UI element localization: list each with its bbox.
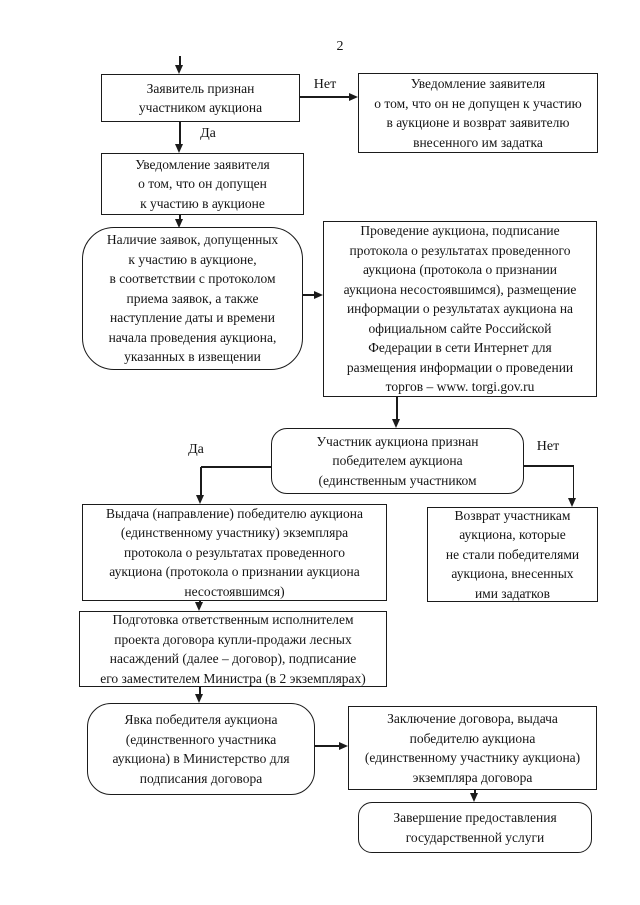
connector-no-2-vline xyxy=(572,466,574,499)
node-winner-recognized: Участник аукциона признан победителем ау… xyxy=(271,428,524,494)
arrowhead-k-l-down xyxy=(470,793,478,802)
node-service-completion-text: Завершение предоставления государственно… xyxy=(393,810,557,845)
arrowhead-c-d-down xyxy=(175,219,183,228)
connector-start-line xyxy=(179,56,181,66)
node-winner-appearance: Явка победителя аукциона (единственного … xyxy=(87,703,315,795)
node-notice-admitted: Уведомление заявителя о том, что он допу… xyxy=(101,153,304,215)
connector-k-l-line xyxy=(474,790,476,795)
arrowhead-d-e-right xyxy=(314,290,323,299)
node-bids-present: Наличие заявок, допущенных к участию в а… xyxy=(82,227,303,370)
node-applicant-recognized-text: Заявитель признан участником аукциона xyxy=(138,80,263,116)
node-winner-recognized-text: Участник аукциона признан победителем ау… xyxy=(316,433,479,488)
node-deposit-return-text: Возврат участникам аукциона, которые не … xyxy=(445,507,580,601)
connector-no-1-line xyxy=(300,96,349,98)
node-auction-conduct: Проведение аукциона, подписание протокол… xyxy=(323,221,597,397)
arrowhead-no-1-right xyxy=(349,92,358,101)
connector-e-f-line xyxy=(396,396,398,420)
edge-label-no-1: Нет xyxy=(313,77,337,92)
arrowhead-e-f-down xyxy=(392,419,400,428)
node-bids-present-text: Наличие заявок, допущенных к участию в а… xyxy=(106,232,279,365)
node-service-completion: Завершение предоставления государственно… xyxy=(358,802,592,853)
connector-c-d-line xyxy=(179,215,181,220)
node-applicant-recognized: Заявитель признан участником аукциона xyxy=(101,74,300,122)
node-notice-not-admitted-text: Уведомление заявителя о том, что он не д… xyxy=(374,76,582,150)
node-notice-admitted-text: Уведомление заявителя о том, что он допу… xyxy=(135,156,270,211)
connector-yes-2-hline xyxy=(201,466,271,468)
page-number: 2 xyxy=(336,39,344,54)
connector-yes-1-line xyxy=(179,122,181,145)
edge-label-yes-1: Да xyxy=(200,126,216,141)
arrowhead-no-2-down xyxy=(568,498,576,507)
arrowhead-j-k-right xyxy=(339,741,348,750)
node-contract-preparation: Подготовка ответственным исполнителем пр… xyxy=(79,611,387,687)
arrowhead-yes-1-down xyxy=(175,144,183,153)
connector-no-2-hline xyxy=(524,465,574,467)
connector-j-k-line xyxy=(315,745,340,747)
node-winner-appearance-text: Явка победителя аукциона (единственного … xyxy=(112,712,290,786)
arrowhead-g-i-down xyxy=(195,602,203,611)
connector-i-j-line xyxy=(199,687,201,695)
node-contract-conclusion: Заключение договора, выдача победителю а… xyxy=(348,706,597,790)
node-notice-not-admitted: Уведомление заявителя о том, что он не д… xyxy=(358,73,598,153)
node-contract-conclusion-text: Заключение договора, выдача победителю а… xyxy=(364,711,581,785)
arrowhead-start-down xyxy=(175,65,183,74)
node-deposit-return: Возврат участникам аукциона, которые не … xyxy=(427,507,598,602)
node-protocol-delivery: Выдача (направление) победителю аукциона… xyxy=(82,504,387,601)
connector-yes-2-vline xyxy=(200,467,202,496)
edge-label-yes-2: Да xyxy=(188,442,204,457)
arrowhead-i-j-down xyxy=(195,694,203,703)
arrowhead-yes-2-down xyxy=(196,495,204,504)
edge-label-no-2: Нет xyxy=(536,439,560,454)
node-contract-preparation-text: Подготовка ответственным исполнителем пр… xyxy=(100,612,366,686)
node-auction-conduct-text: Проведение аукциона, подписание протокол… xyxy=(343,223,577,395)
connector-d-e-line xyxy=(303,294,315,296)
node-protocol-delivery-text: Выдача (направление) победителю аукциона… xyxy=(106,505,363,599)
